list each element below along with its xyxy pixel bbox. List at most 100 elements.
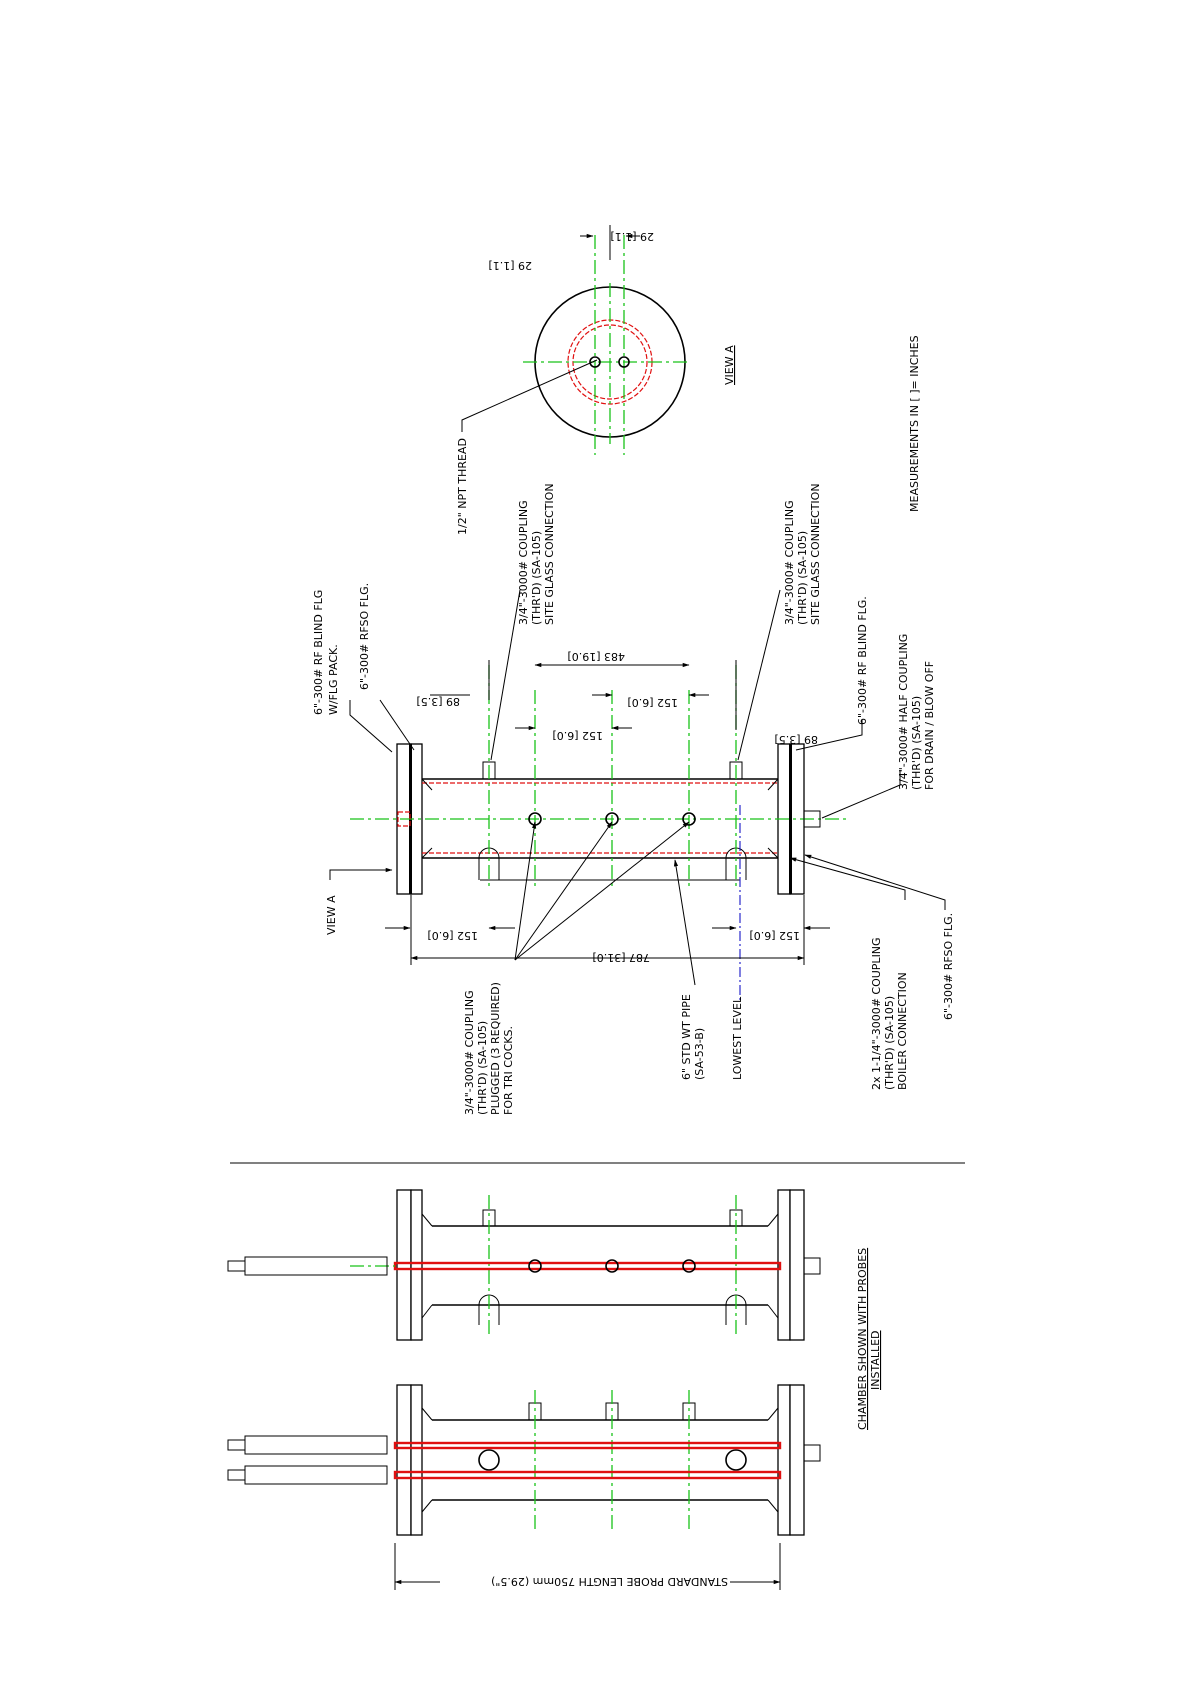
probe-chamber-2-boiler-conn-2 <box>725 1449 747 1471</box>
callout-half-coupling-2: (THR'D) (SA-105) <box>910 696 923 790</box>
callout-view-a: VIEW A <box>325 895 338 935</box>
leader-tri-cock-1 <box>514 821 537 961</box>
probe-chamber-2-flange-r1 <box>777 1384 791 1536</box>
callout-half-coupling-3: FOR DRAIN / BLOW OFF <box>923 661 936 790</box>
probe-chamber-1-drain <box>803 1257 821 1275</box>
probe-chamber-1-coupling-1 <box>482 1209 496 1227</box>
hub-right-top <box>767 778 779 791</box>
probe-chamber-2-coupling-3 <box>682 1402 696 1421</box>
dim-29-right-label: 29 [1.1] <box>610 230 654 243</box>
probe-chamber-1-tricock-3 <box>682 1259 696 1273</box>
leader-blind-flg-bottom <box>795 720 863 751</box>
probe-chamber-1-tricock-2 <box>605 1259 619 1273</box>
dim-89-bottom-label: 89 [3.5] <box>774 733 818 746</box>
callout-coupling-top-1a: 3/4"-3000# COUPLING <box>517 500 530 625</box>
thread-leader <box>461 359 598 432</box>
callout-boiler-2: (THR'D) (SA-105) <box>883 996 896 1090</box>
callout-lowest-level: LOWEST LEVEL <box>731 996 744 1080</box>
view-a-label: VIEW A <box>723 345 736 385</box>
probe-chamber-2-coupling-2 <box>605 1402 619 1421</box>
gasket-right <box>789 744 792 894</box>
probe-length-label: STANDARD PROBE LENGTH 750mm (29.5") <box>491 1575 728 1588</box>
callout-tri-cocks-2: (THR'D) (SA-105) <box>476 1021 489 1115</box>
leader-rfso-bottom <box>804 854 946 910</box>
lower-title-line2: INSTALLED <box>869 1330 882 1390</box>
callout-tri-cocks-1: 3/4"-3000# COUPLING <box>463 990 476 1115</box>
probe-housing-2 <box>244 1465 388 1485</box>
probe-chamber-1-hub-d <box>767 1304 779 1319</box>
probe-chamber-1-hub-c <box>767 1213 779 1227</box>
hub-left-bottom <box>421 847 433 859</box>
probe-chamber-2-boiler-conn-1 <box>478 1449 500 1471</box>
blind-flange-plug <box>397 811 411 827</box>
probe-rod-2 <box>393 1470 782 1480</box>
probe-chamber-2-flange-r2 <box>789 1384 805 1536</box>
callout-pipe-2: (SA-53-B) <box>693 1028 706 1080</box>
callout-blind-flg-top-1: 6"-300# RF BLIND FLG <box>312 590 325 715</box>
dim-787-label: 787 [31.0] <box>592 951 650 964</box>
callout-rfso-top: 6"-300# RFSO FLG. <box>358 583 371 690</box>
callout-half-coupling-1: 3/4"-3000# HALF COUPLING <box>897 634 910 790</box>
probe-chamber-2-hub-d <box>767 1499 779 1513</box>
callout-tri-cocks-3: PLUGGED (3 REQUIRED) <box>489 982 502 1115</box>
callout-blind-flg-top-2: W/FLG PACK. <box>327 644 340 715</box>
probe-chamber-1-flange-l2 <box>410 1189 423 1341</box>
dim-152b-label: 152 [6.0] <box>627 696 678 709</box>
callout-coupling-top-2b: (THR'D) (SA-105) <box>796 531 809 625</box>
callout-pipe-1: 6" STD WT PIPE <box>680 994 693 1080</box>
elevation-dimensions: 483 [19.0] 89 [3.5] 152 [6.0] 152 [6.0] … <box>385 650 830 965</box>
callout-blind-flg-bottom: 6"-300# RF BLIND FLG. <box>856 596 869 725</box>
probe-chamber-2-drain <box>803 1444 821 1462</box>
callout-coupling-top-2c: SITE GLASS CONNECTION <box>809 483 822 625</box>
probe-connector-1 <box>227 1439 246 1451</box>
view-a-npt-hole-1 <box>589 356 601 368</box>
probe-chamber-2-flange-l2 <box>410 1384 423 1536</box>
probe-chamber-2-coupling-1 <box>528 1402 542 1421</box>
hub-left-top <box>421 778 433 791</box>
chamber-with-one-probe <box>227 1189 821 1341</box>
half-coupling <box>803 810 821 828</box>
site-glass-coupling-1 <box>482 761 496 780</box>
callout-coupling-top-1c: SITE GLASS CONNECTION <box>543 483 556 625</box>
dim-152a-label: 152 [6.0] <box>552 729 603 742</box>
callout-boiler-1: 2x 1-1/4"-3000# COUPLING <box>870 937 883 1090</box>
leader-pipe <box>673 859 696 986</box>
callout-tri-cocks-4: FOR TRI COCKS. <box>502 1026 515 1115</box>
dim-152-left-label: 152 [6.0] <box>427 929 478 942</box>
probe-rod-1 <box>393 1441 782 1450</box>
hub-right-bottom <box>767 847 779 859</box>
probe-chamber-1-coupling-2 <box>729 1209 743 1227</box>
leader-tri-cock-3 <box>514 821 690 961</box>
elevation-callouts: 6"-300# RF BLIND FLG W/FLG PACK. 6"-300#… <box>312 483 955 1115</box>
measurements-note: MEASUREMENTS IN [ ]= INCHES <box>908 335 921 512</box>
dim-29-left-label: 29 [1.1] <box>488 259 532 272</box>
callout-rfso-bottom: 6"-300# RFSO FLG. <box>942 913 955 1020</box>
lower-title-line1: CHAMBER SHOWN WITH PROBES <box>856 1248 869 1430</box>
chamber-elevation <box>350 665 850 1000</box>
probe-chamber-1-flange-r2 <box>789 1189 805 1341</box>
leader-tri-cock-2 <box>514 821 613 961</box>
leader-boiler-connection <box>789 857 906 900</box>
leader-view-a <box>329 867 393 880</box>
leader-rfso-top <box>379 699 415 751</box>
probe-chamber-1-flange-l1 <box>396 1189 412 1341</box>
probe-chamber-2-hub-c <box>767 1407 779 1421</box>
probe-chamber-2-hub-b <box>421 1499 433 1513</box>
probe-chamber-1-tricock-1 <box>528 1259 542 1273</box>
leader-blind-flg-top <box>349 700 393 753</box>
leader-half-coupling <box>821 770 901 819</box>
view-a-npt-hole-2 <box>618 356 630 368</box>
probe-chamber-2-hub-a <box>421 1407 433 1421</box>
leader-coupling-top-1 <box>490 589 521 761</box>
chamber-with-two-probes <box>227 1384 821 1536</box>
probe-chamber-1-hub-b <box>421 1304 433 1319</box>
probe-chamber-2-flange-l1 <box>396 1384 412 1536</box>
probe-connector-2 <box>227 1469 246 1481</box>
thread-note: 1/2" NPT THREAD <box>456 438 469 535</box>
lower-notes: CHAMBER SHOWN WITH PROBES INSTALLED STAN… <box>394 1248 882 1590</box>
dim-483-label: 483 [19.0] <box>567 650 625 663</box>
probe-rod <box>393 1261 782 1271</box>
callout-boiler-3: BOILER CONNECTION <box>896 972 909 1090</box>
callout-coupling-top-1b: (THR'D) (SA-105) <box>530 531 543 625</box>
